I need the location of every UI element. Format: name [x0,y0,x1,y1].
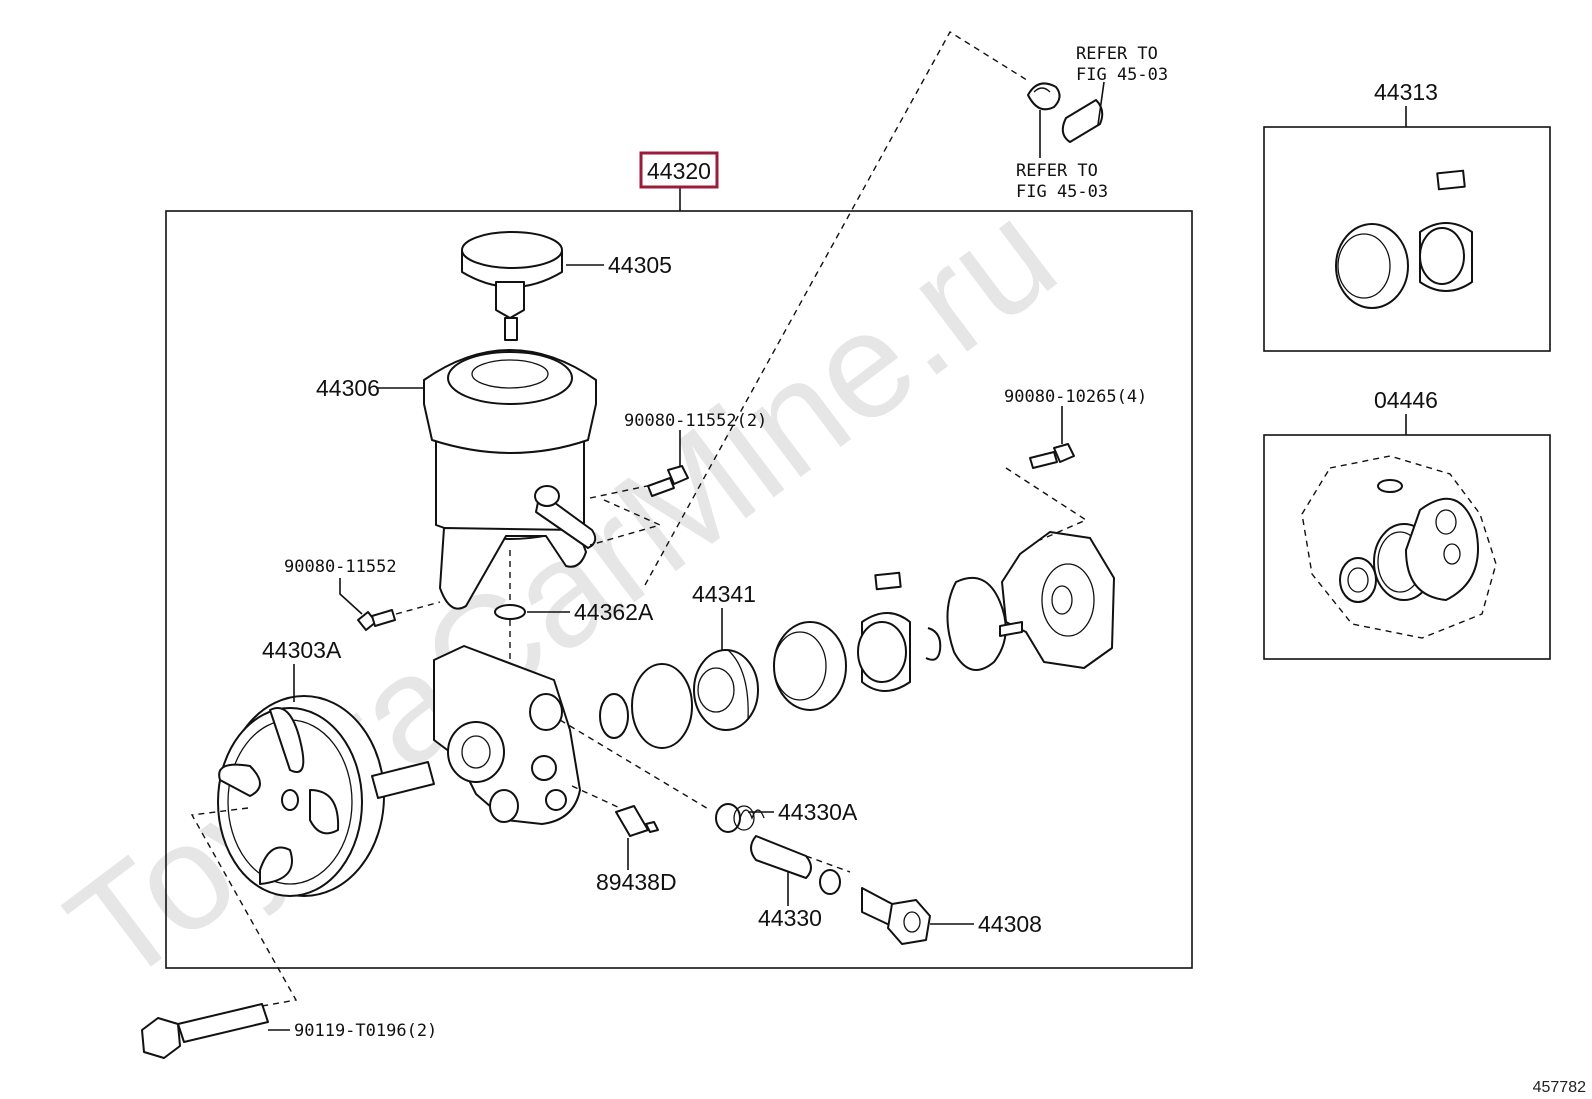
part-44341[interactable]: 44341 [692,581,756,607]
watermark: ToyotaCarMine.ru [38,169,1085,1016]
flow-valve-icon [750,835,812,879]
pressure-sensor-icon [615,805,659,837]
pulley-bolt-icon [141,1003,269,1059]
part-90080-11552-2[interactable]: 90080-11552(2) [624,411,767,431]
rear-housing-icon [999,531,1115,669]
o-ring-icon [599,693,629,739]
bolt-icon [647,465,689,497]
part-44306[interactable]: 44306 [316,375,380,401]
part-44330[interactable]: 44330 [758,905,822,931]
o-ring-icon [494,604,526,620]
ref-fig-label-2a: REFER TO [1016,161,1098,181]
kit-44313-rotor-icon [1419,169,1473,292]
main-part-highlight[interactable] [639,151,719,189]
main-part-number[interactable]: 44320 [647,158,711,184]
pulley-icon [217,695,435,897]
spring-icon [715,803,765,833]
rotor-icon [857,571,911,692]
assembly-frame [165,210,1193,969]
kit-04446-frame [1263,434,1551,660]
part-90080-10265-4[interactable]: 90080-10265(4) [1004,387,1147,407]
snap-ring-icon [925,627,942,661]
bolt-icon [357,609,396,631]
kit-44313-label[interactable]: 44313 [1374,79,1438,105]
kit-04446-seal-kit-icon [1301,455,1497,639]
part-89438D[interactable]: 89438D [596,869,677,895]
reservoir-icon [423,349,597,610]
kit-44313-frame [1263,126,1551,352]
gasket-icon [946,577,1007,671]
bolt-icon [1029,443,1075,469]
part-44362A[interactable]: 44362A [574,599,654,625]
union-fitting-icon [861,887,931,945]
o-ring-icon [819,869,841,895]
hose-icon [1061,81,1105,143]
ref-fig-label-1a: REFER TO [1076,44,1158,64]
cam-ring-icon [773,621,847,711]
reservoir-cap-icon [461,231,563,341]
kit-44313-cam-ring-icon [1335,223,1409,309]
side-plate-icon [693,649,759,731]
part-44308[interactable]: 44308 [978,911,1042,937]
part-90119-T0196-2[interactable]: 90119-T0196(2) [294,1021,437,1041]
pump-body-icon [433,645,581,825]
hose-clamp-icon [1027,82,1061,111]
ref-fig-label-1b: FIG 45-03 [1076,65,1168,85]
ref-fig-label-2b: FIG 45-03 [1016,182,1108,202]
part-90080-11552[interactable]: 90080-11552 [284,557,397,577]
o-ring-icon [631,663,693,749]
figure-id: 457782 [1533,1079,1586,1096]
part-44305[interactable]: 44305 [608,252,672,278]
part-44330A[interactable]: 44330A [778,799,858,825]
part-44303A[interactable]: 44303A [262,637,342,663]
kit-04446-label[interactable]: 04446 [1374,387,1438,413]
